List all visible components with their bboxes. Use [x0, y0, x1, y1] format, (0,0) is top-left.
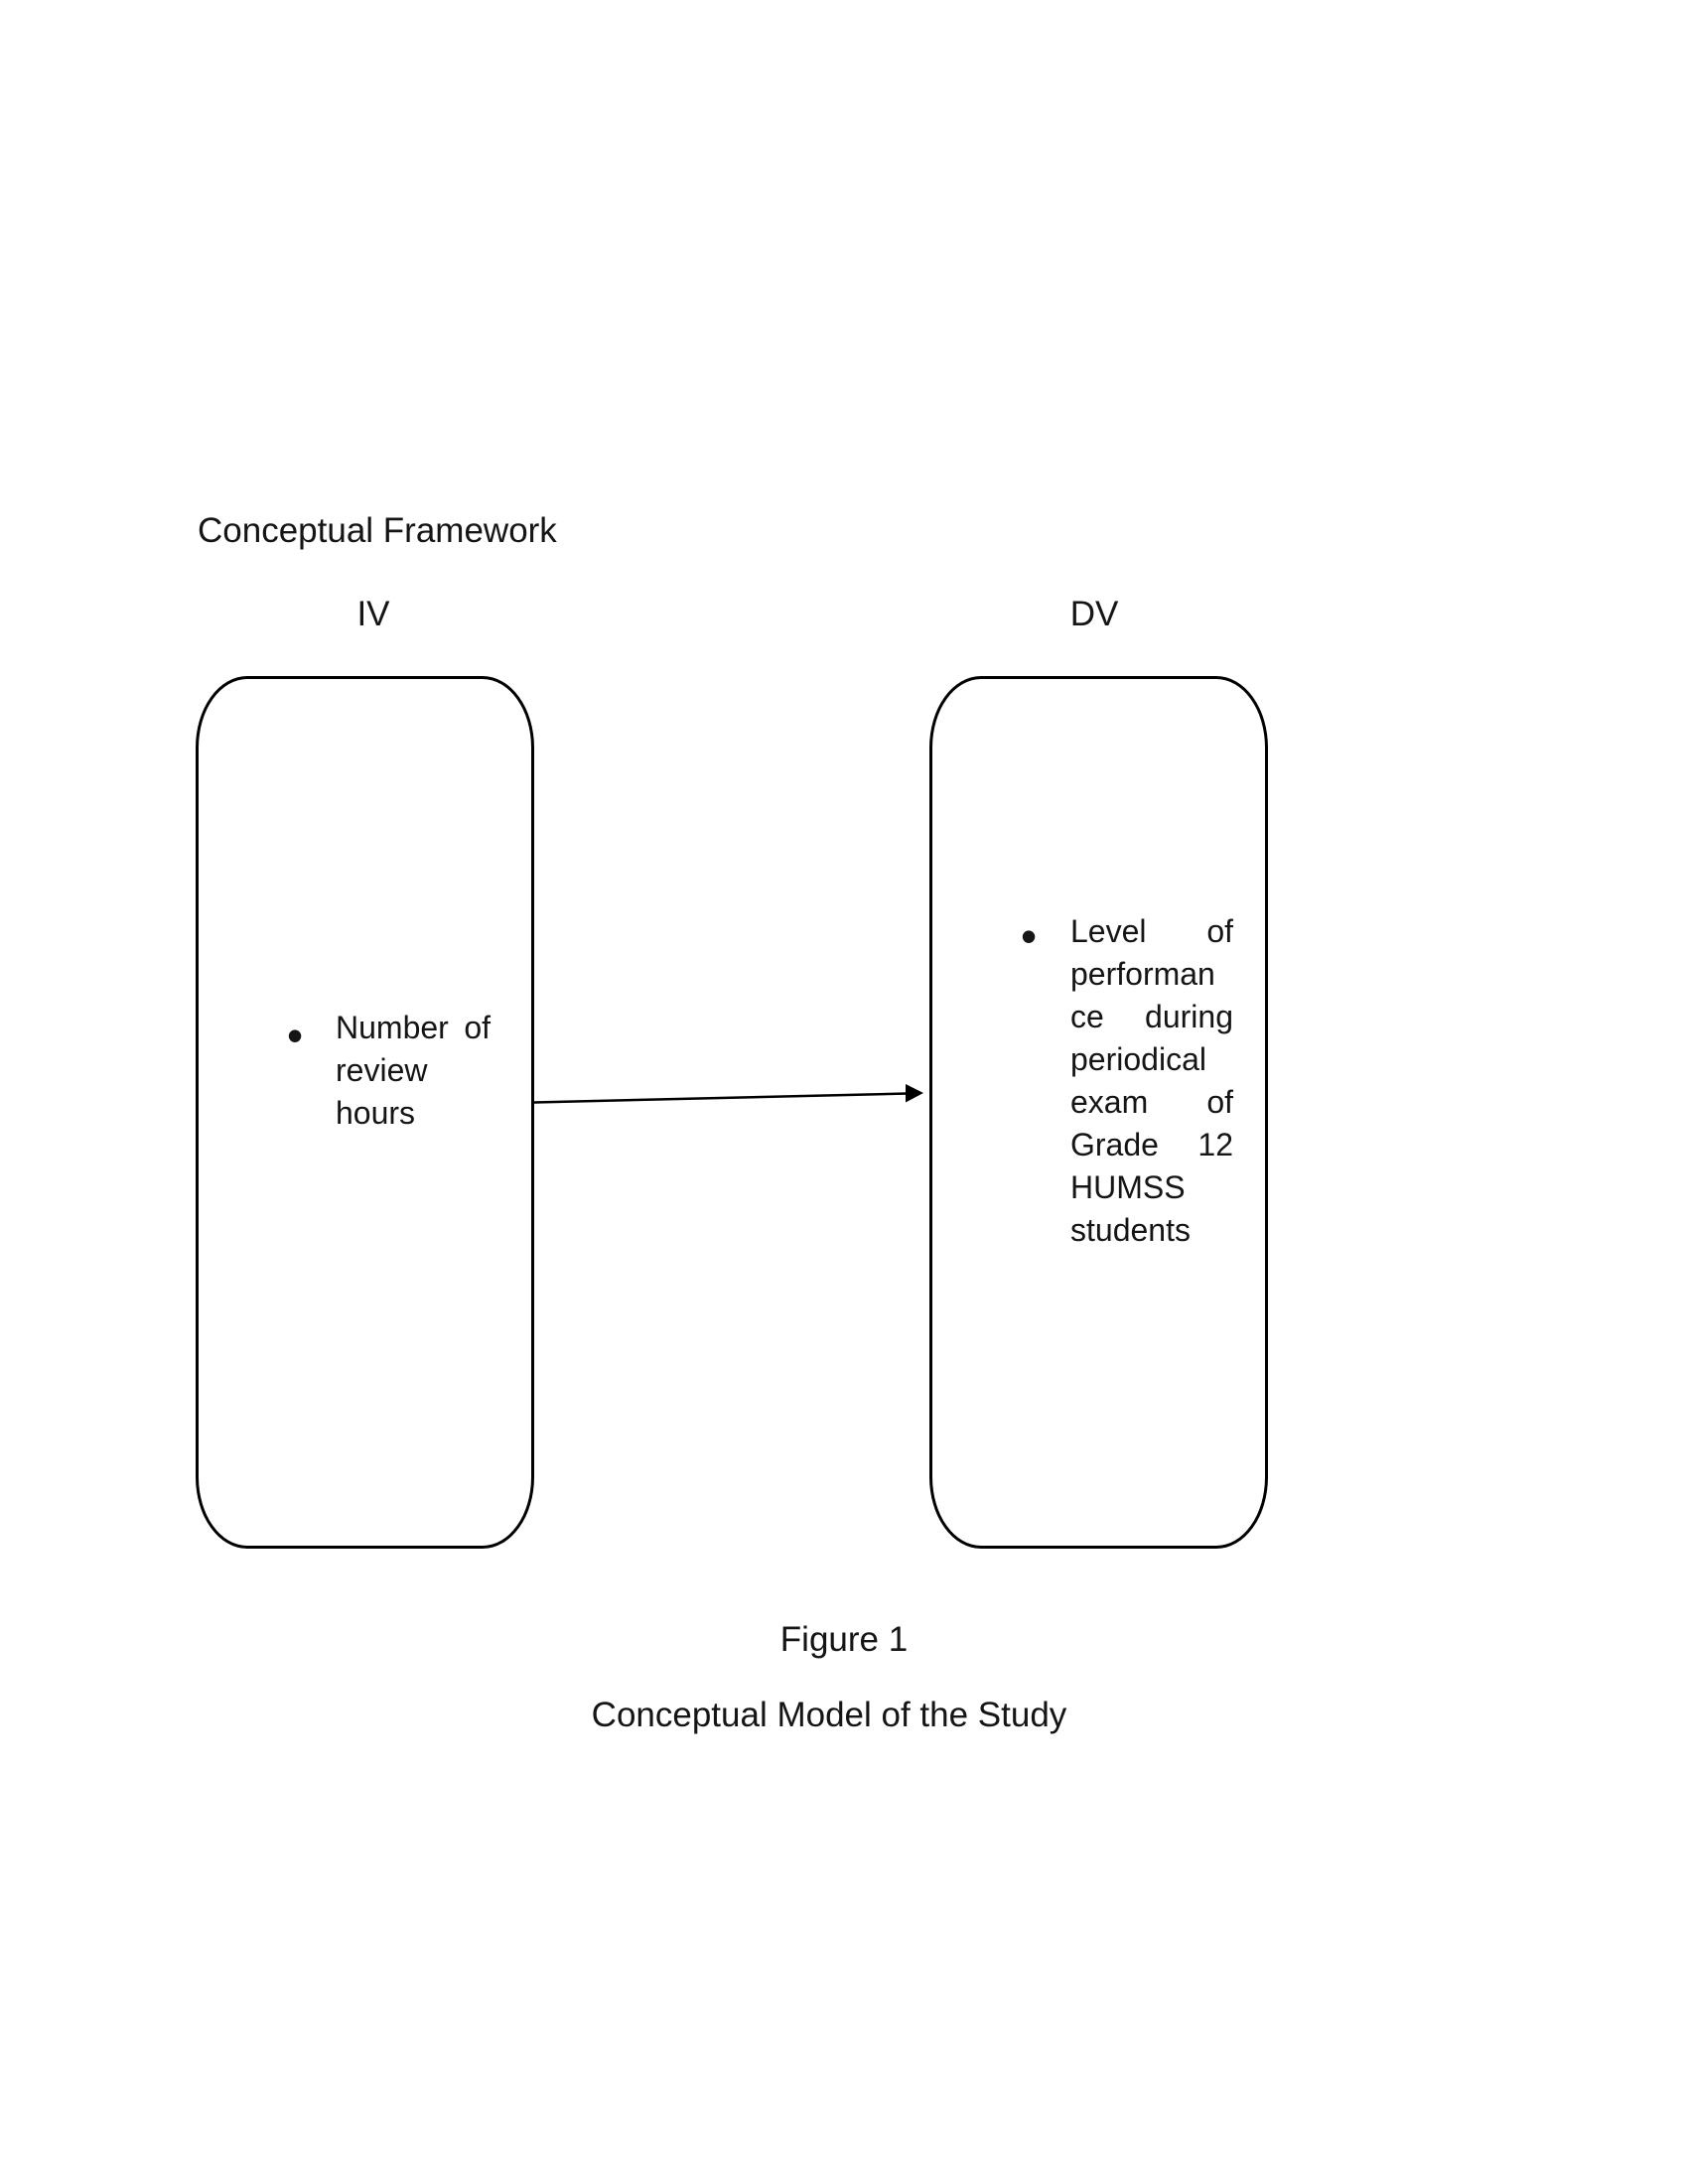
bullet-icon: • [287, 1010, 304, 1061]
dv-column-label: DV [1069, 595, 1119, 633]
arrowhead-icon [906, 1084, 923, 1103]
figure-title: Conceptual Model of the Study [591, 1696, 1067, 1734]
figure-number: Figure 1 [779, 1620, 909, 1659]
arrow-connector [533, 1084, 923, 1104]
bullet-icon: • [1021, 910, 1038, 962]
section-heading: Conceptual Framework [198, 511, 557, 550]
iv-column-label: IV [356, 595, 390, 633]
